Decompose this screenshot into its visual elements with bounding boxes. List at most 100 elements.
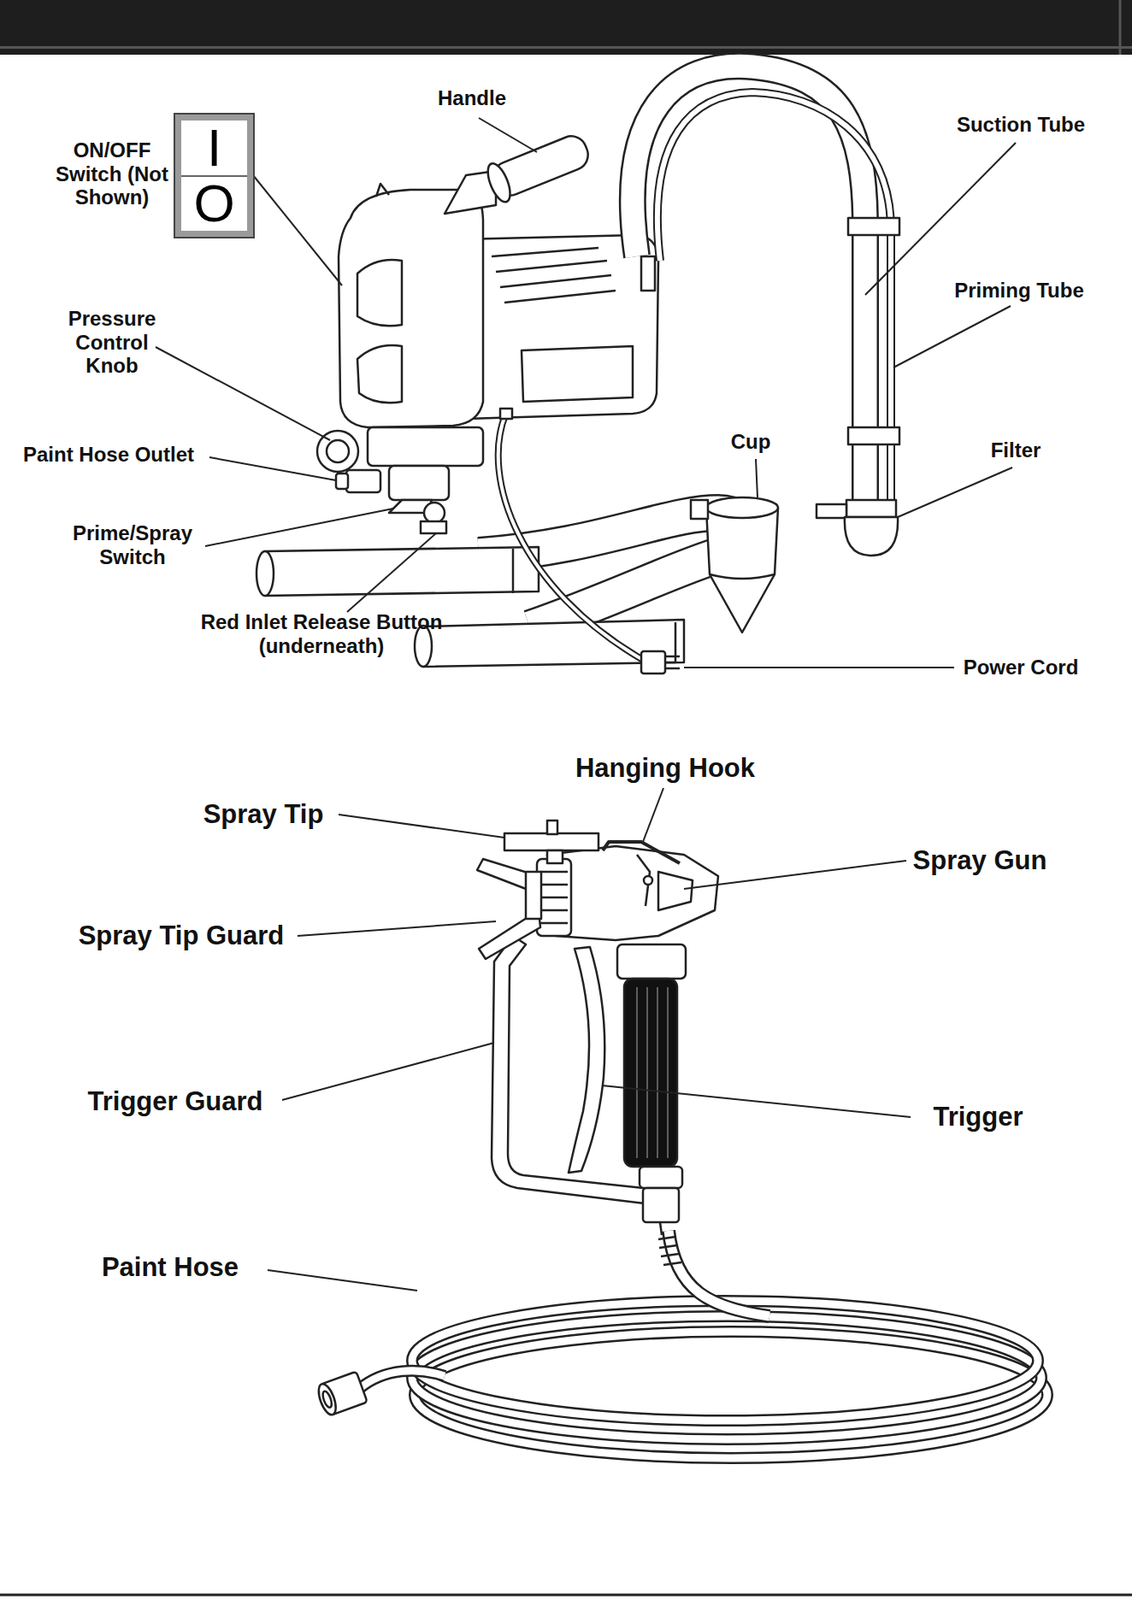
- cover-recess: [357, 345, 402, 403]
- switch-symbol: O: [181, 175, 248, 232]
- leader-line: [155, 347, 331, 441]
- hose-end-fill: [359, 1371, 445, 1390]
- leader-line: [478, 117, 537, 153]
- frame-tube-end: [256, 551, 274, 596]
- leader-line: [205, 508, 394, 547]
- part-label: ON/OFF Switch (Not Shown): [43, 138, 181, 210]
- power-cord-outline: [498, 412, 643, 661]
- footer-line: [0, 1594, 1132, 1598]
- tube-clip: [848, 218, 900, 236]
- plug: [641, 651, 666, 674]
- hose-lead-fill: [668, 1231, 770, 1317]
- filter-dome: [844, 517, 898, 556]
- handle-grip: [483, 128, 594, 205]
- part-label: Handle: [437, 86, 507, 111]
- part-label: Pressure Control Knob: [58, 306, 166, 378]
- cover-tab: [376, 183, 390, 197]
- part-label: Spray Gun: [913, 845, 1048, 877]
- leader-line: [683, 860, 907, 890]
- grip: [624, 978, 678, 1168]
- grip-bottom-fitting: [639, 1167, 683, 1189]
- hose-fitting: [315, 1372, 368, 1418]
- part-label: Cup: [731, 430, 772, 454]
- part-label: Prime/Spray Switch: [64, 521, 201, 569]
- filter-clip: [816, 504, 847, 519]
- leader-line: [683, 666, 955, 669]
- hose-swivel: [642, 1188, 679, 1223]
- plug-prongs: [665, 656, 680, 669]
- leader-line: [865, 142, 1016, 295]
- valve-body: [389, 465, 449, 501]
- outlet-nipple: [336, 473, 348, 490]
- spray-gun: [315, 820, 1048, 1459]
- leader-line: [338, 814, 505, 838]
- part-label: Hanging Hook: [575, 753, 755, 785]
- leader-line: [642, 788, 664, 843]
- hose-fitting-face: [315, 1382, 340, 1418]
- leader-line: [897, 467, 1013, 518]
- hose-end: [359, 1371, 445, 1390]
- part-label: Paint Hose Outlet: [23, 442, 195, 467]
- hose-coil: [412, 1301, 1038, 1421]
- header-band: [0, 0, 1132, 55]
- switch-symbol: I: [181, 120, 248, 176]
- leader-line: [209, 457, 337, 481]
- spray-tip-stem: [547, 850, 563, 864]
- tip-nut-ribs: [540, 872, 568, 924]
- spray-tip-handle: [504, 833, 599, 851]
- handle-collar: [483, 160, 515, 206]
- tube-clip: [641, 256, 655, 291]
- header-line: [0, 46, 1132, 49]
- suction-tube: [632, 65, 866, 505]
- hose-lead: [668, 1231, 770, 1317]
- power-cord: [498, 412, 643, 661]
- part-label: Paint Hose: [101, 1252, 239, 1284]
- part-label: Filter: [990, 438, 1042, 463]
- hose-spring: [658, 1222, 682, 1266]
- cup-seam: [709, 574, 775, 579]
- leader-line: [253, 175, 342, 286]
- tip-guard-center: [525, 872, 542, 920]
- frame-seam: [512, 548, 515, 594]
- part-label: Spray Tip: [203, 799, 325, 831]
- motor-front-cover: [338, 189, 484, 428]
- hose-fitting-bore: [321, 1390, 334, 1410]
- valve-cap: [424, 502, 445, 524]
- gun-body-panel: [658, 872, 693, 911]
- grip-top-fitting: [617, 944, 686, 979]
- hanging-hook: [602, 842, 680, 864]
- cup-bracket: [690, 500, 708, 519]
- part-label: Priming Tube: [954, 278, 1085, 303]
- cover-recess: [357, 259, 402, 326]
- outlet-fitting: [346, 470, 381, 493]
- leader-lines: [155, 117, 1016, 1292]
- hose-coil-fill: [412, 1301, 1038, 1421]
- leader-line: [893, 306, 1011, 368]
- part-label: Power Cord: [963, 655, 1079, 680]
- pivot-pin: [643, 876, 653, 885]
- part-label: Trigger: [932, 1102, 1023, 1133]
- inlet-release: [420, 521, 447, 534]
- leader-line: [267, 1270, 418, 1292]
- motor-body: [461, 235, 659, 419]
- leader-line: [601, 1085, 911, 1118]
- leader-line: [347, 533, 437, 613]
- cup-rim: [706, 497, 779, 519]
- part-label: Spray Tip Guard: [78, 920, 285, 952]
- part-label: Suction Tube: [956, 112, 1085, 137]
- pump-block: [367, 427, 484, 466]
- part-label: Red Inlet Release Button (underneath): [180, 610, 463, 658]
- motor-ribs: [491, 247, 616, 303]
- leader-line: [282, 1043, 495, 1101]
- gun-body: [547, 846, 719, 941]
- sprayer-unit: [256, 65, 900, 674]
- grip-ribs: [636, 987, 668, 1159]
- spray-tip-knob: [547, 820, 558, 835]
- header-edge: [1119, 0, 1122, 55]
- tube-clip: [848, 427, 900, 445]
- leader-line: [297, 921, 496, 937]
- part-label: Trigger Guard: [88, 1086, 264, 1118]
- pressure-knob-center: [326, 440, 349, 463]
